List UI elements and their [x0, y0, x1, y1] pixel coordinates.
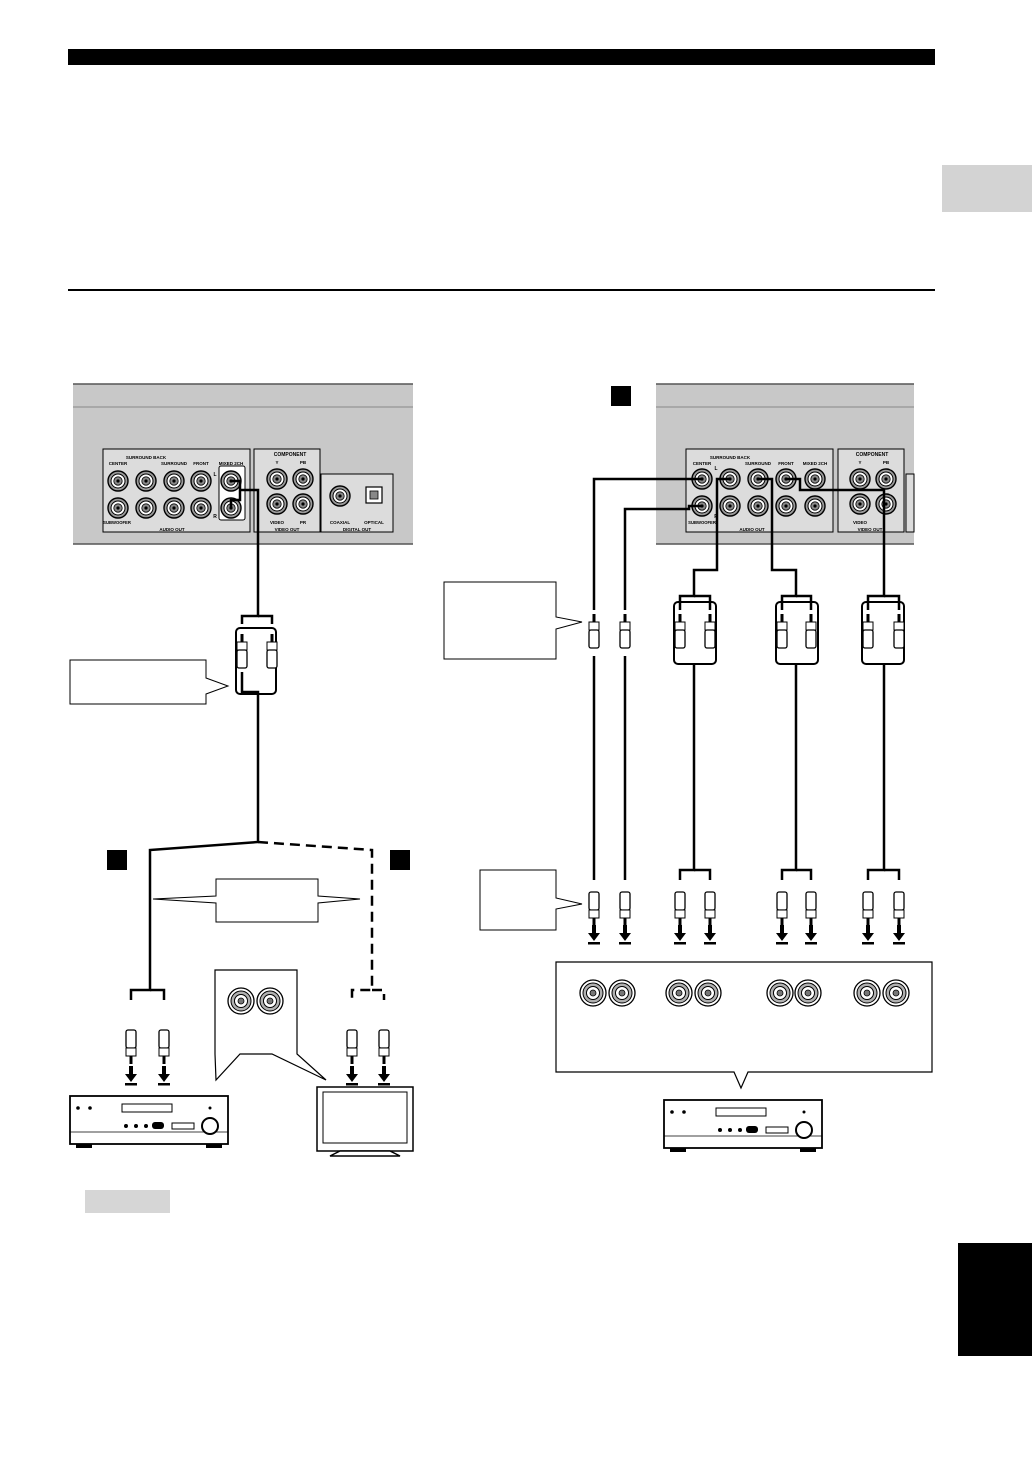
callout-box-left-either: [152, 878, 361, 923]
section-rule: [68, 289, 935, 291]
receiver-input-panel: [555, 961, 933, 1090]
av-receiver-right: [663, 1099, 823, 1153]
plug-pair-left-tv: [346, 1029, 390, 1086]
header-bar: [68, 49, 935, 65]
jack-zoom-bubble: [214, 969, 327, 1082]
plug-pair-left-top: [236, 633, 278, 669]
audio-out-label-r: AUDIO OUT: [739, 527, 765, 532]
digital-out-label: DIGITAL OUT: [343, 527, 372, 532]
component-label-r: COMPONENT: [856, 452, 889, 458]
optical-label: OPTICAL: [364, 520, 384, 525]
component-pb-r: PB: [883, 460, 890, 465]
subwoofer-label-r: SUBWOOFER: [688, 520, 716, 525]
header-front-r: FRONT: [778, 461, 794, 466]
left-audio-cable-dashed: [257, 840, 386, 1000]
marker-square-b: [390, 850, 410, 870]
header-surround-r: SURROUND: [745, 461, 772, 466]
header-mixed-2ch: MIXED 2CH: [219, 461, 244, 466]
component-pb: PB: [300, 460, 307, 465]
marker-square-right: [611, 386, 631, 406]
callout-box-right-bottom: [479, 869, 583, 931]
language-tab: [958, 1243, 1032, 1356]
right-plugs-bottom: [588, 891, 905, 945]
plug-pair-left-receiver: [125, 1029, 170, 1086]
audio-out-label: AUDIO OUT: [159, 527, 185, 532]
jack-mark-l: L: [213, 472, 216, 478]
header-surround-back-r: SURROUND BACK: [710, 455, 751, 460]
header-surround: SURROUND: [161, 461, 188, 466]
component-y: Y: [275, 460, 278, 465]
callout-box-right-top: [443, 581, 583, 660]
header-center-r: CENTER: [693, 461, 712, 466]
jack-mark-l-r: L: [714, 466, 717, 472]
av-receiver-left: [69, 1095, 229, 1149]
note-label-box: [85, 1190, 170, 1213]
jack-mark-r: R: [213, 514, 217, 520]
header-surround-back: SURROUND BACK: [126, 455, 167, 460]
header-mixed-2ch-r: MIXED 2CH: [803, 461, 828, 466]
component-label: COMPONENT: [274, 452, 307, 458]
right-plugs-top: [588, 613, 905, 649]
video-out-label-r: VIDEO OUT: [858, 527, 883, 532]
tv-icon: [316, 1086, 414, 1157]
video-out-label: VIDEO OUT: [275, 527, 300, 532]
component-y-r: Y: [858, 460, 861, 465]
right-audio-cables: [592, 477, 901, 880]
coaxial-label: COAXIAL: [330, 520, 351, 525]
chapter-tab: [942, 165, 1032, 212]
player-rear-panel-right: CENTER SURROUND BACK SURROUND FRONT MIXE…: [656, 383, 915, 545]
video-label-r: VIDEO: [853, 520, 868, 525]
header-center: CENTER: [109, 461, 128, 466]
subwoofer-label: SUBWOOFER: [103, 520, 131, 525]
callout-box-left-cable: [69, 659, 230, 705]
header-front: FRONT: [193, 461, 209, 466]
component-pr: PR: [300, 520, 307, 525]
player-rear-panel-left: CENTER SURROUND BACK SURROUND FRONT MIXE…: [73, 383, 413, 545]
video-label: VIDEO: [270, 520, 285, 525]
marker-square-a: [107, 850, 127, 870]
